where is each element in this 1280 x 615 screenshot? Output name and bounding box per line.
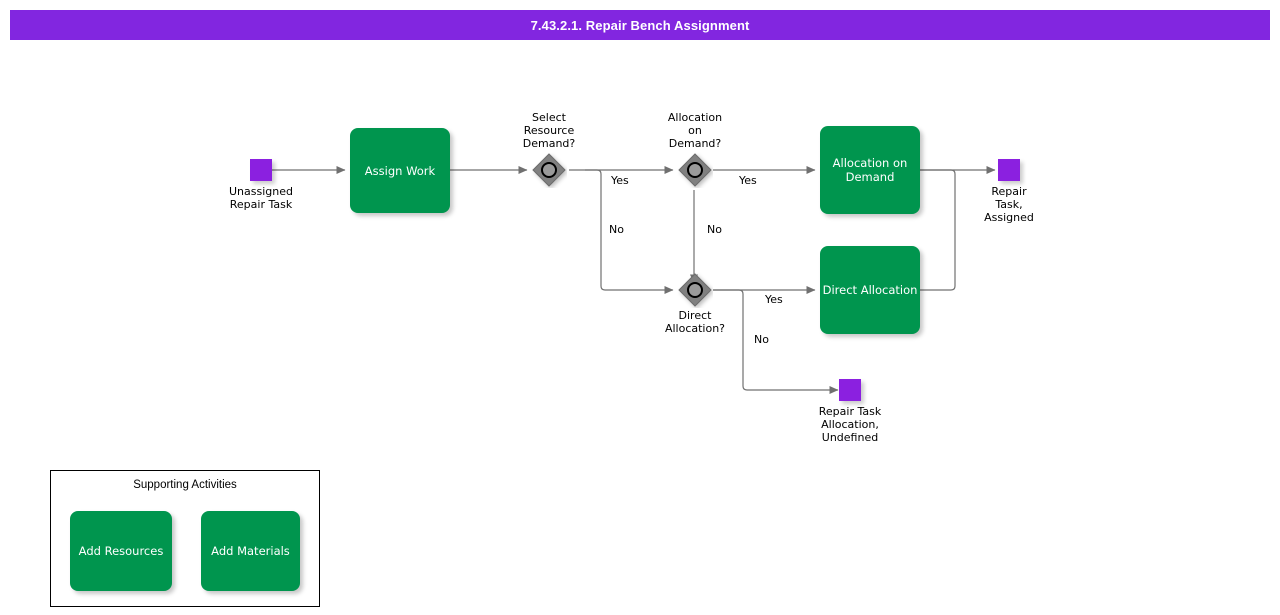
task-add-resources[interactable]: Add Resources <box>70 511 172 591</box>
task-assign-work[interactable]: Assign Work <box>350 128 450 213</box>
task-add-resources-label: Add Resources <box>78 544 164 558</box>
task-direct-allocation[interactable]: Direct Allocation <box>820 246 920 334</box>
start-event-unassigned-repair-task[interactable] <box>250 159 272 181</box>
gateway-direct-allocation-label: Direct Allocation? <box>664 309 726 335</box>
edge-label-gw2-no: No <box>707 223 722 236</box>
gateway-allocation-on-demand[interactable] <box>677 152 713 188</box>
gateway-direct-allocation[interactable] <box>677 272 713 308</box>
event-square-icon <box>998 159 1020 181</box>
gateway-select-resource-demand-label: Select Resource Demand? <box>522 111 576 150</box>
supporting-activities-title: Supporting Activities <box>133 479 237 491</box>
end-event-repair-task-assigned[interactable] <box>998 159 1020 181</box>
edge-label-gw1-yes: Yes <box>611 174 629 187</box>
end-event-repair-task-allocation-undefined[interactable] <box>839 379 861 401</box>
event-square-icon <box>839 379 861 401</box>
end-event-repair-task-assigned-label: Repair Task, Assigned <box>984 185 1034 224</box>
supporting-activities-group: Supporting Activities Add Resources Add … <box>50 470 320 607</box>
edge-merge-right-column <box>920 169 956 291</box>
event-based-gateway-icon <box>678 273 712 307</box>
edge-gw1-no-to-gw3 <box>585 169 674 294</box>
event-based-gateway-icon <box>532 153 566 187</box>
gateway-select-resource-demand[interactable] <box>531 152 567 188</box>
event-based-gateway-icon <box>678 153 712 187</box>
window-title-bar: 7.43.2.1. Repair Bench Assignment <box>10 10 1270 40</box>
edge-label-gw3-no: No <box>754 333 769 346</box>
task-add-materials-label: Add Materials <box>211 544 290 558</box>
end-event-repair-task-allocation-undefined-label: Repair Task Allocation, Undefined <box>818 405 882 444</box>
event-square-icon <box>250 159 272 181</box>
task-add-materials[interactable]: Add Materials <box>201 511 300 591</box>
task-assign-work-label: Assign Work <box>364 163 436 178</box>
task-allocation-on-demand-label: Allocation on Demand <box>832 156 908 184</box>
gateway-allocation-on-demand-label: Allocation on Demand? <box>667 111 723 150</box>
task-direct-allocation-label: Direct Allocation <box>822 283 918 297</box>
task-allocation-on-demand[interactable]: Allocation on Demand <box>820 126 920 214</box>
start-event-label: Unassigned Repair Task <box>229 185 293 211</box>
edge-label-gw3-yes: Yes <box>765 293 783 306</box>
page-title: 7.43.2.1. Repair Bench Assignment <box>530 17 750 33</box>
edge-label-gw1-no: No <box>609 223 624 236</box>
edge-label-gw2-yes: Yes <box>739 174 757 187</box>
